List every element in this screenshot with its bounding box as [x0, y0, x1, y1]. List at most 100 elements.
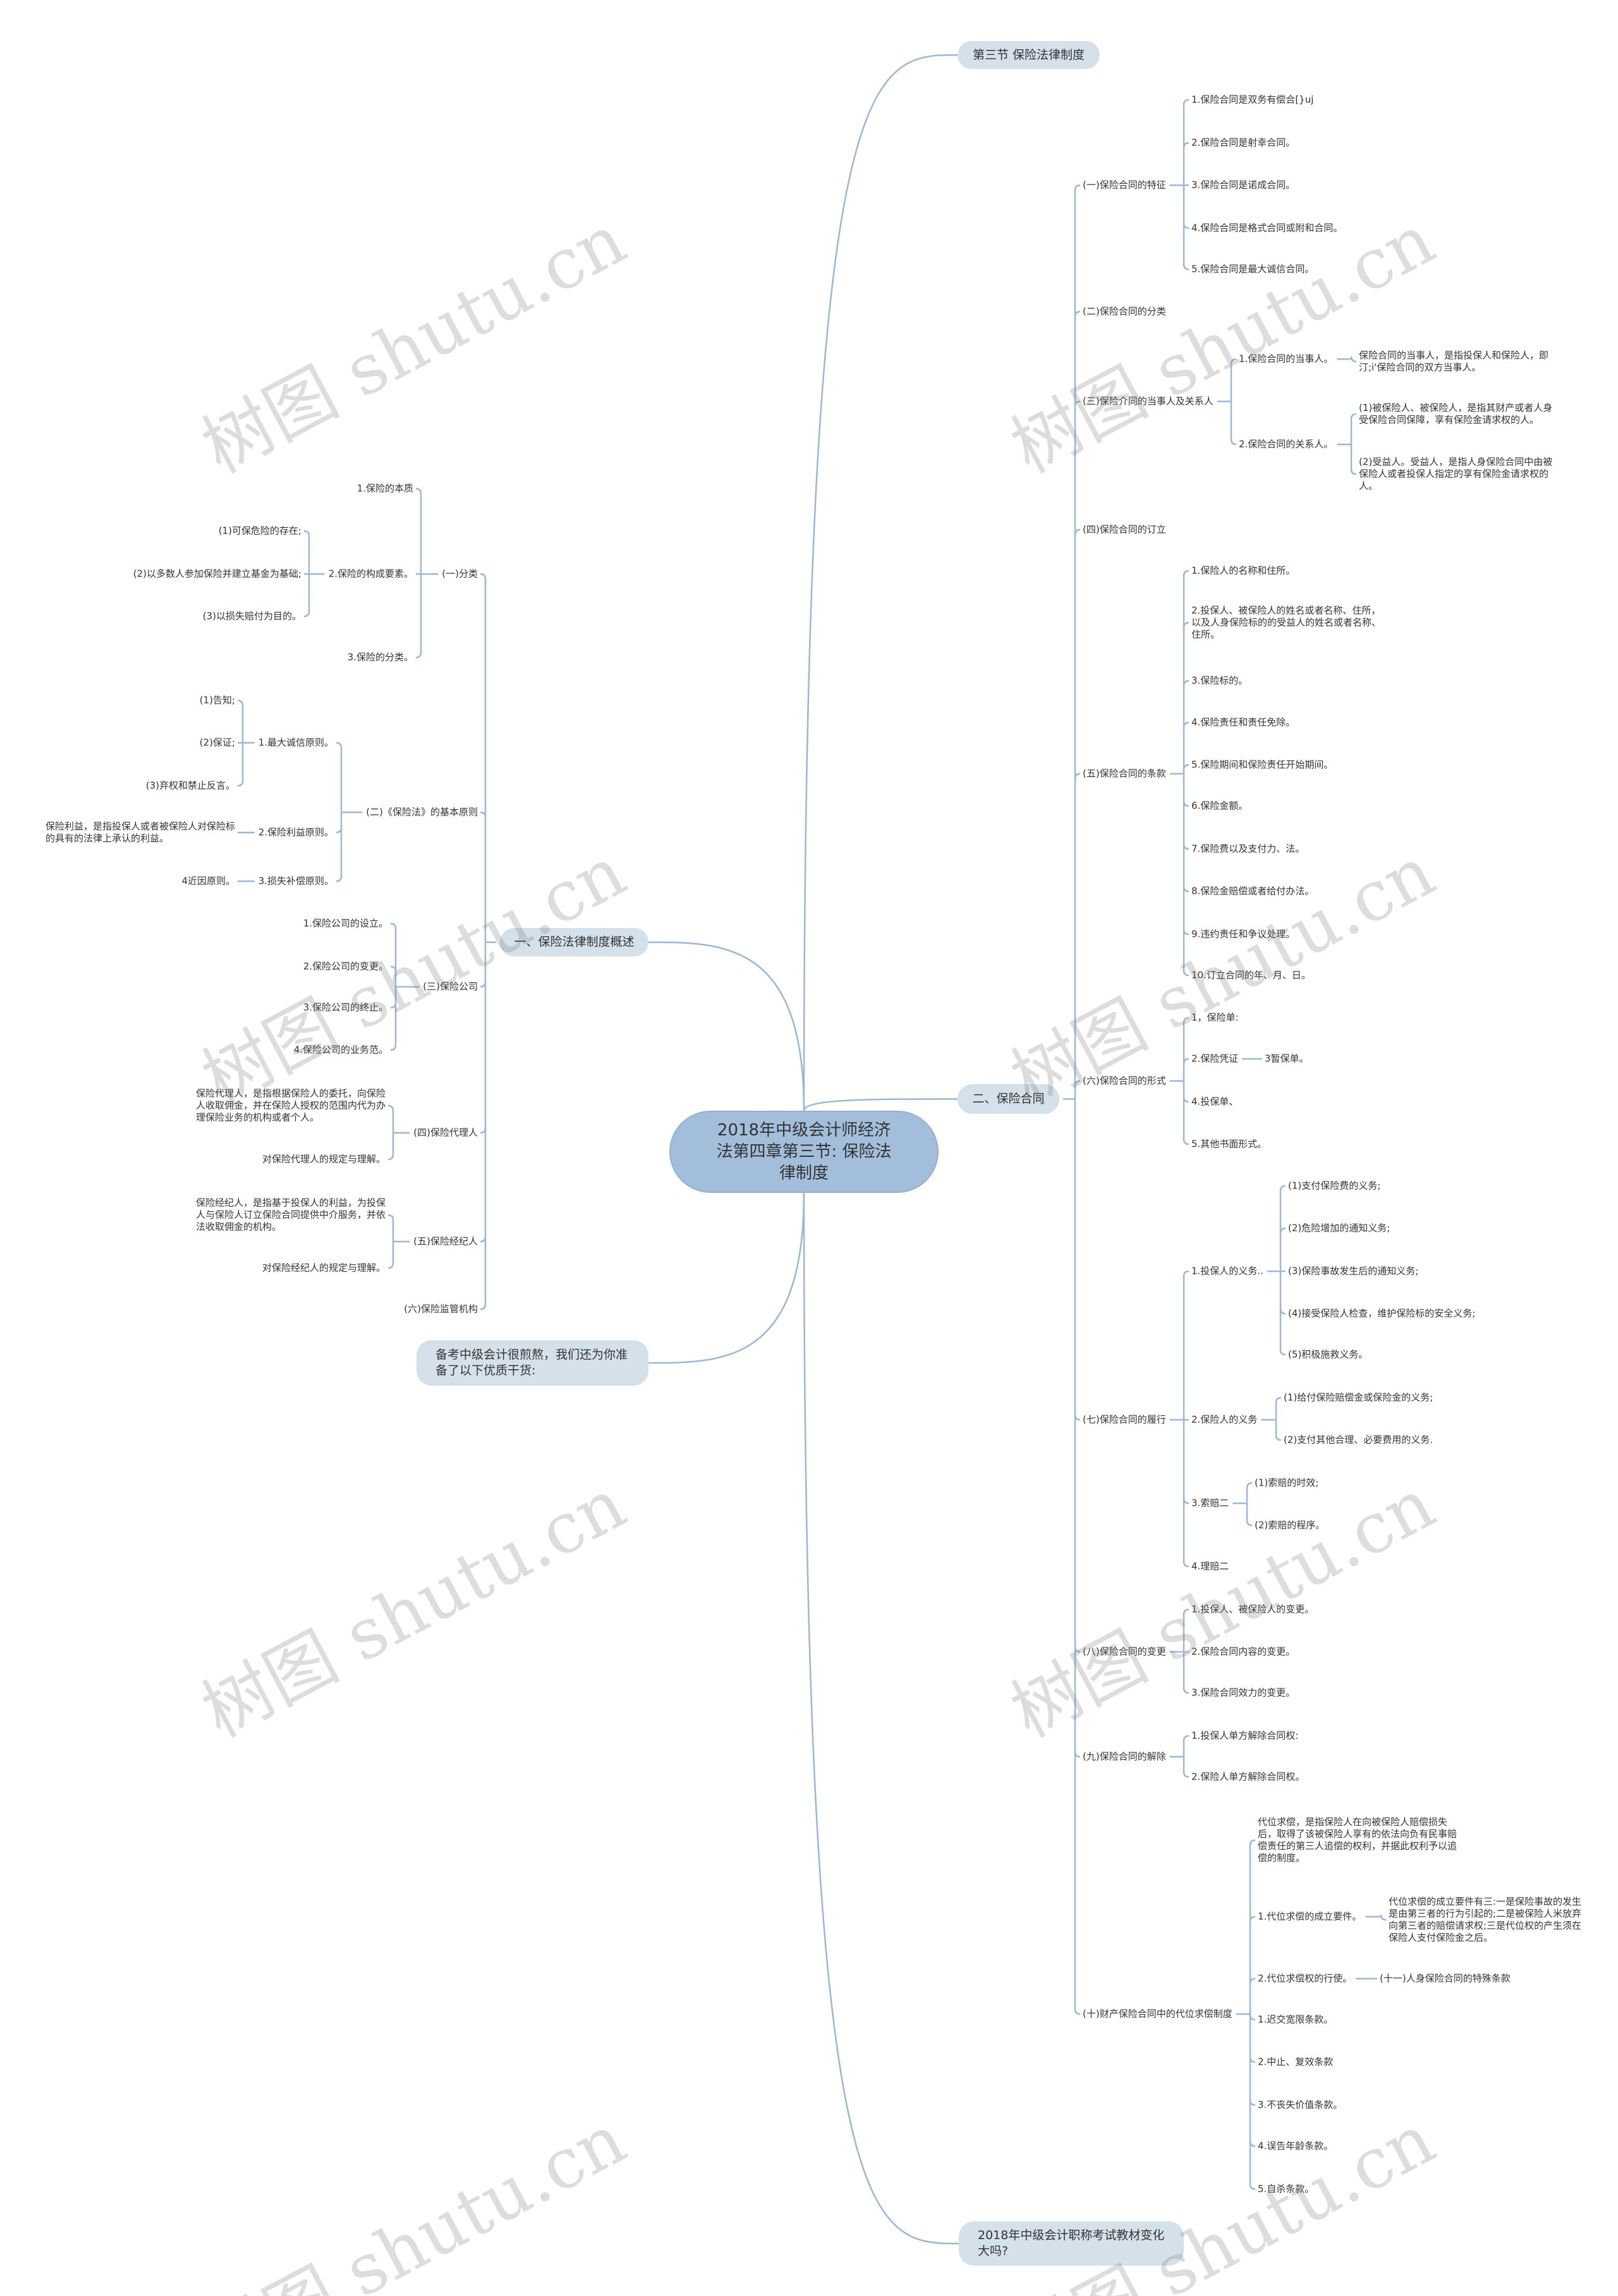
list-item[interactable]: 2.保险的构成要素。 — [328, 568, 413, 580]
list-item[interactable]: 1.保险合同是双务有偿合[}uj — [1191, 94, 1314, 106]
branch-exam-changes[interactable]: 2018年中级会计职称考试教材变化大吗? — [959, 2221, 1184, 2266]
branch-study-materials[interactable]: 备考中级会计很煎熬，我们还为你准备了以下优质干货: — [417, 1340, 648, 1386]
overview-insurance-company[interactable]: (三)保险公司 — [423, 980, 478, 992]
list-item[interactable]: 3.保险合同效力的变更。 — [1191, 1687, 1296, 1699]
list-item[interactable]: 1.投保人单方解除合同权: — [1191, 1730, 1299, 1742]
bracket-branch — [480, 981, 487, 988]
list-item[interactable]: 3.保险公司的终止。 — [303, 1001, 388, 1013]
bracket-branch — [390, 1044, 397, 1051]
list-item[interactable]: (4)接受保险人检查，维护保险标的安全义务; — [1288, 1307, 1476, 1319]
branch-insurance-contract[interactable]: 二、保险合同 — [958, 1084, 1059, 1114]
list-item[interactable]: 7.保险费以及支付力、法。 — [1191, 843, 1305, 855]
list-item[interactable]: 2.中止、复效条款 — [1258, 2056, 1334, 2068]
list-item[interactable]: 1.投保人的义务.. — [1191, 1265, 1263, 1277]
list-item[interactable]: 5.保险合同是最大诚信合同。 — [1191, 263, 1315, 275]
contract-performance[interactable]: (七)保险合同的履行 — [1083, 1414, 1166, 1426]
list-item[interactable]: (十一)人身保险合同的特殊条款 — [1380, 1972, 1511, 1984]
contract-modification[interactable]: (八)保险合同的变更 — [1083, 1646, 1166, 1658]
list-item[interactable]: (2)危险增加的通知义务; — [1288, 1222, 1390, 1234]
list-item[interactable]: 2.保险凭证 — [1191, 1053, 1239, 1065]
list-item[interactable]: 2.保险人单方解除合同权。 — [1191, 1771, 1305, 1783]
list-item[interactable]: (1)给付保险赔偿金或保险金的义务; — [1284, 1391, 1433, 1403]
list-item[interactable]: 2.保险公司的变更。 — [303, 960, 388, 972]
list-item[interactable]: 1.保险公司的设立。 — [303, 917, 388, 929]
list-item[interactable]: 5.其他书面形式。 — [1191, 1138, 1267, 1150]
list-item[interactable]: 4.投保单、 — [1191, 1096, 1239, 1108]
subrogation-system[interactable]: (十)财产保险合同中的代位求偿制度 — [1083, 2008, 1232, 2020]
list-item[interactable]: (2)支付其他合理、必要费用的义务. — [1284, 1434, 1433, 1446]
list-item[interactable]: (3)以损失赔付为目的。 — [202, 610, 301, 622]
list-item[interactable]: (1)可保危险的存在; — [218, 525, 301, 537]
list-item[interactable]: 3.保险的分类。 — [347, 651, 413, 663]
bracket-branch — [1183, 843, 1189, 850]
list-item[interactable]: 4.保险合同是格式合同或附和合同。 — [1191, 222, 1343, 234]
contract-terms[interactable]: (五)保险合同的条款 — [1083, 767, 1166, 779]
list-item[interactable]: 3暂保单。 — [1265, 1053, 1309, 1065]
list-item[interactable]: 2.投保人、被保险人的姓名或者名称、住所，以及人身保险标的的受益人的姓名或者名称… — [1191, 604, 1382, 640]
contract-classification[interactable]: (二)保险合同的分类 — [1083, 305, 1166, 317]
list-item[interactable]: (3)保险事故发生后的通知义务; — [1288, 1265, 1419, 1277]
list-item[interactable]: 4近因原则。 — [181, 875, 235, 887]
list-item[interactable]: 对保险经纪人的规定与理解。 — [262, 1262, 386, 1274]
bracket-branch — [1183, 1498, 1189, 1505]
list-item[interactable]: 4.误告年龄条款。 — [1258, 2140, 1334, 2152]
list-item[interactable]: 2.保险合同是射幸合同。 — [1191, 137, 1296, 149]
list-item[interactable]: 4.保险责任和责任免除。 — [1191, 716, 1296, 728]
list-item[interactable]: 5.保险期间和保险责任开始期间。 — [1191, 759, 1334, 771]
list-item[interactable]: 1.迟交宽限条款。 — [1258, 2013, 1334, 2025]
contract-parties[interactable]: (三)保险介同的当事人及关系人 — [1083, 395, 1214, 407]
contract-termination[interactable]: (九)保险合同的解除 — [1083, 1750, 1166, 1762]
list-item[interactable]: 3.保险合同是诺成合同。 — [1191, 179, 1296, 191]
list-item[interactable]: 2.保险利益原则。 — [258, 826, 334, 838]
overview-agent[interactable]: (四)保险代理人 — [413, 1127, 478, 1139]
list-item[interactable]: (2)以多数人参加保险并建立基金为基础; — [133, 568, 301, 580]
list-item[interactable]: 9.违约责任和争议处理。 — [1191, 928, 1296, 940]
overview-regulator[interactable]: (六)保险监管机构 — [404, 1303, 478, 1315]
list-item[interactable]: 1.最大诚信原则。 — [258, 736, 334, 748]
bracket-branch — [1249, 2056, 1256, 2063]
list-item[interactable]: 1.保险合同的当事人。 — [1239, 353, 1334, 365]
contract-formation[interactable]: (四)保险合同的订立 — [1083, 523, 1166, 535]
overview-broker[interactable]: (五)保险经纪人 — [413, 1235, 478, 1247]
list-item[interactable]: 2.保险人的义务 — [1191, 1414, 1258, 1426]
bracket-branch — [237, 699, 244, 706]
list-item[interactable]: 6.保险金额。 — [1191, 800, 1248, 812]
list-item[interactable]: 4.理赔二 — [1191, 1560, 1229, 1572]
list-item[interactable]: 2.保险合同的关系人。 — [1239, 438, 1334, 450]
list-item[interactable]: 8.保险金赔偿或者给付办法。 — [1191, 885, 1315, 897]
note: 保险合同的当事人，是指投保人和保险人，即汀;i'保险合同的双方当事人。 — [1359, 350, 1549, 373]
branch-legal-overview[interactable]: 一、保险法律制度概述 — [500, 928, 648, 956]
list-item[interactable]: (1)告知; — [199, 694, 235, 706]
list-item[interactable]: 2.保险合同内容的变更。 — [1191, 1646, 1296, 1658]
list-item[interactable]: 5.自杀条款。 — [1258, 2183, 1315, 2195]
branch-section-3[interactable]: 第三节 保险法律制度 — [958, 41, 1100, 69]
bracket-branch — [1183, 1139, 1189, 1145]
root-node[interactable]: 2018年中级会计师经济法第四章第三节: 保险法律制度 — [669, 1111, 939, 1193]
list-item[interactable]: 4.保险公司的业务范。 — [293, 1044, 388, 1056]
list-item[interactable]: 2.代位求偿权的行使。 — [1258, 1972, 1353, 1984]
list-item[interactable]: 1.保险人的名称和住所。 — [1191, 565, 1296, 577]
contract-form[interactable]: (六)保险合同的形式 — [1083, 1075, 1166, 1087]
contract-features[interactable]: (一)保险合同的特征 — [1083, 179, 1166, 191]
list-item[interactable]: 3.不丧失价值条款。 — [1258, 2099, 1343, 2111]
list-item[interactable]: (1)索赔的时效; — [1255, 1477, 1319, 1489]
list-item[interactable]: 1.代位求偿的成立要件。 — [1258, 1910, 1362, 1922]
bracket-branch — [387, 1104, 394, 1111]
list-item[interactable]: 10.订立合同的年、月、日。 — [1191, 969, 1311, 981]
list-item[interactable]: (5)积极施救义务。 — [1288, 1348, 1368, 1360]
list-item[interactable]: (1)支付保险费的义务; — [1288, 1180, 1381, 1192]
list-item[interactable]: 3.索赔二 — [1191, 1497, 1229, 1509]
bracket-branch — [1249, 1839, 1256, 1846]
bracket-branch — [480, 1236, 487, 1243]
list-item[interactable]: 3.损失补偿原则。 — [258, 875, 334, 887]
list-item[interactable]: 1，保险单: — [1191, 1011, 1239, 1023]
overview-principles[interactable]: (二)《保险法》的基本原则 — [366, 806, 478, 818]
overview-classification[interactable]: (一)分类 — [442, 568, 478, 580]
list-item[interactable]: (2)索赔的程序。 — [1255, 1519, 1325, 1531]
list-item[interactable]: 1.保险的本质 — [356, 482, 413, 494]
list-item[interactable]: 对保险代理人的规定与理解。 — [262, 1153, 386, 1165]
list-item[interactable]: (2)保证; — [199, 736, 235, 748]
list-item[interactable]: (3)弃权和禁止反言。 — [145, 779, 235, 791]
list-item[interactable]: 3.保险标的。 — [1191, 675, 1248, 687]
list-item[interactable]: 1.投保人、被保险人的变更。 — [1191, 1603, 1315, 1615]
